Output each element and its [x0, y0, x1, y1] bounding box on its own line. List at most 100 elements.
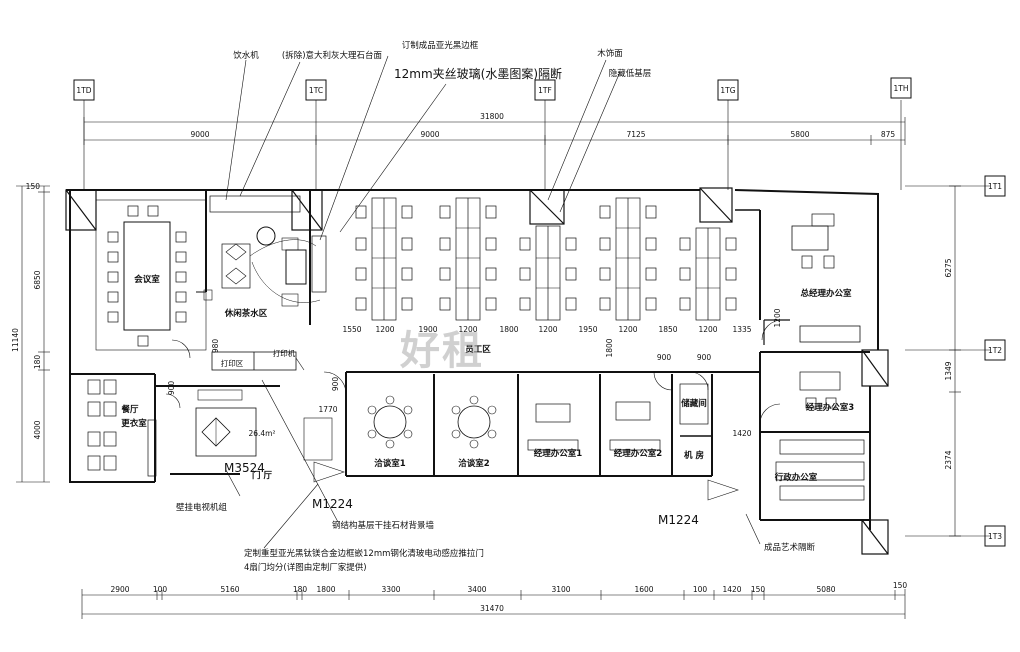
- annotation-art-wall: 成品艺术隔断: [764, 542, 816, 553]
- room-label-admin-office: 行政办公室: [774, 472, 818, 483]
- annotation-wood-finish: 木饰面: [597, 48, 623, 59]
- inner-dimension: 1800: [499, 325, 518, 334]
- manager-office-furniture: [527, 371, 865, 501]
- right-dimension: 6275: [944, 258, 953, 277]
- room-label-manager-1: 经理办公室1: [534, 448, 583, 459]
- room-area-tag: 26.4m²: [248, 429, 275, 438]
- room-label-meeting: 会议室: [133, 274, 160, 285]
- axis-label-1tc: 1TC: [309, 86, 323, 95]
- annotation-wall-panel: 订制成品亚光黑边框: [402, 40, 479, 51]
- room-label-print-area: 打印区: [221, 358, 244, 368]
- top-dimension: 7125: [626, 130, 645, 139]
- room-label-changing: 更衣室: [121, 418, 147, 429]
- annotation-water-dispenser: 饮水机: [233, 50, 259, 61]
- left-dimension: 150: [26, 182, 41, 191]
- annotation-wall-tv: 壁挂电视机组: [176, 502, 228, 513]
- left-dimension: 180: [33, 355, 42, 370]
- bottom-dimension: 1800: [316, 585, 335, 594]
- inner-dimension: 1800: [605, 338, 614, 357]
- gm-office: [735, 209, 861, 345]
- bottom-dimension: 100: [693, 585, 708, 594]
- top-dimension: 875: [881, 130, 896, 139]
- negotiation-tables: [367, 395, 497, 449]
- bottom-dimension: 180: [293, 585, 308, 594]
- top-total-dimension: 31800: [480, 112, 504, 121]
- top-dimension-lines: [83, 117, 906, 145]
- inner-dimension: 1200: [458, 325, 477, 334]
- dining-furniture: [87, 379, 157, 477]
- annotation-door-note-1: 定制重型亚光黑钛镁合金边框嵌12mm钢化清玻电动感应推拉门: [244, 548, 484, 559]
- inner-dimension: 1900: [418, 325, 437, 334]
- annotation-glass: 12mm夹丝玻璃(水墨图案)隔断: [394, 66, 562, 81]
- side-dimension-lines: [16, 185, 961, 537]
- room-label-negotiation-2: 洽谈室2: [458, 458, 490, 469]
- staff-chairs: [355, 205, 737, 311]
- leader-lines: [225, 55, 761, 549]
- annotation-door-note-2: 4扇门均分(详图由定制厂家提供): [244, 562, 367, 573]
- axis-label-1td: 1TD: [76, 86, 91, 95]
- left-total-dimension: 11140: [11, 328, 20, 352]
- top-dimension: 5800: [790, 130, 809, 139]
- reception-area: [195, 389, 333, 461]
- tea-area: [196, 190, 327, 307]
- inner-dimension: 1200: [773, 308, 782, 327]
- bottom-dimension-lines: [81, 589, 906, 619]
- inner-dimension: 1200: [698, 325, 717, 334]
- inner-dimension: 900: [697, 353, 712, 362]
- inner-dimension: 1420: [732, 429, 751, 438]
- bottom-dimension: 5160: [220, 585, 239, 594]
- inner-dimension: 900: [167, 381, 176, 396]
- inner-dimension: 1200: [618, 325, 637, 334]
- door-code-m1224: M1224: [658, 513, 699, 527]
- inner-dimension: 1550: [342, 325, 361, 334]
- inner-dimension: 900: [657, 353, 672, 362]
- watermark-logo: 好租: [400, 328, 484, 374]
- staff-workstations: [355, 197, 737, 321]
- room-label-storage: 储藏间: [680, 398, 707, 409]
- inner-dimension: 900: [331, 377, 340, 392]
- right-dimension: 2374: [944, 450, 953, 469]
- room-label-gm-office: 总经理办公室: [800, 288, 852, 299]
- inner-dimension: 980: [211, 339, 220, 354]
- axis-label-1t1: 1T1: [988, 182, 1002, 191]
- bottom-dimension: 5080: [816, 585, 835, 594]
- room-label-tea-area: 休闲茶水区: [224, 308, 268, 319]
- bottom-dimension: 150: [751, 585, 766, 594]
- inner-dimension: 1770: [318, 405, 337, 414]
- axis-label-1t3: 1T3: [988, 532, 1002, 541]
- room-label-dining: 餐厅: [120, 404, 139, 415]
- top-dimension: 9000: [420, 130, 439, 139]
- bottom-dimension: 3400: [467, 585, 486, 594]
- left-dimension: 4000: [33, 420, 42, 439]
- room-label-reception: 门 厅: [252, 470, 272, 481]
- annotation-marble-counter: (拆除)意大利灰大理石台面: [282, 50, 383, 61]
- axis-label-1t2: 1T2: [988, 346, 1002, 355]
- meeting-chairs: [107, 205, 187, 347]
- bottom-dimension: 3100: [551, 585, 570, 594]
- inner-dimension: 1200: [375, 325, 394, 334]
- grid-axis-lines: [83, 100, 990, 537]
- bottom-dimension: 150: [893, 581, 908, 590]
- bottom-total-dimension: 31470: [480, 604, 504, 613]
- room-label-negotiation-1: 洽谈室1: [374, 458, 406, 469]
- door-swings: [165, 319, 783, 501]
- top-dimension: 9000: [190, 130, 209, 139]
- room-label-manager-2: 经理办公室2: [614, 448, 663, 459]
- room-label-manager-3: 经理办公室3: [806, 402, 855, 413]
- grid-axis-bubbles: [73, 77, 1006, 547]
- room-label-printer: 打印机: [273, 348, 296, 358]
- room-label-staff-area: 员工区: [465, 345, 491, 355]
- storage-machine-room: [679, 383, 712, 437]
- room-label-machine-room: 机 房: [684, 450, 704, 461]
- annotation-ceiling: 隐藏低基层: [609, 68, 652, 79]
- annotation-stone-wall: 钢结构基层干挂石材背景墙: [332, 520, 435, 531]
- right-dimension: 1349: [944, 361, 953, 380]
- inner-dimension: 1335: [732, 325, 751, 334]
- axis-label-1tg: 1TG: [720, 86, 735, 95]
- bottom-dimension: 2900: [110, 585, 129, 594]
- inner-dimension: 1850: [658, 325, 677, 334]
- bottom-dimension: 1420: [722, 585, 741, 594]
- inner-dimension: 1950: [578, 325, 597, 334]
- print-area: [211, 351, 305, 371]
